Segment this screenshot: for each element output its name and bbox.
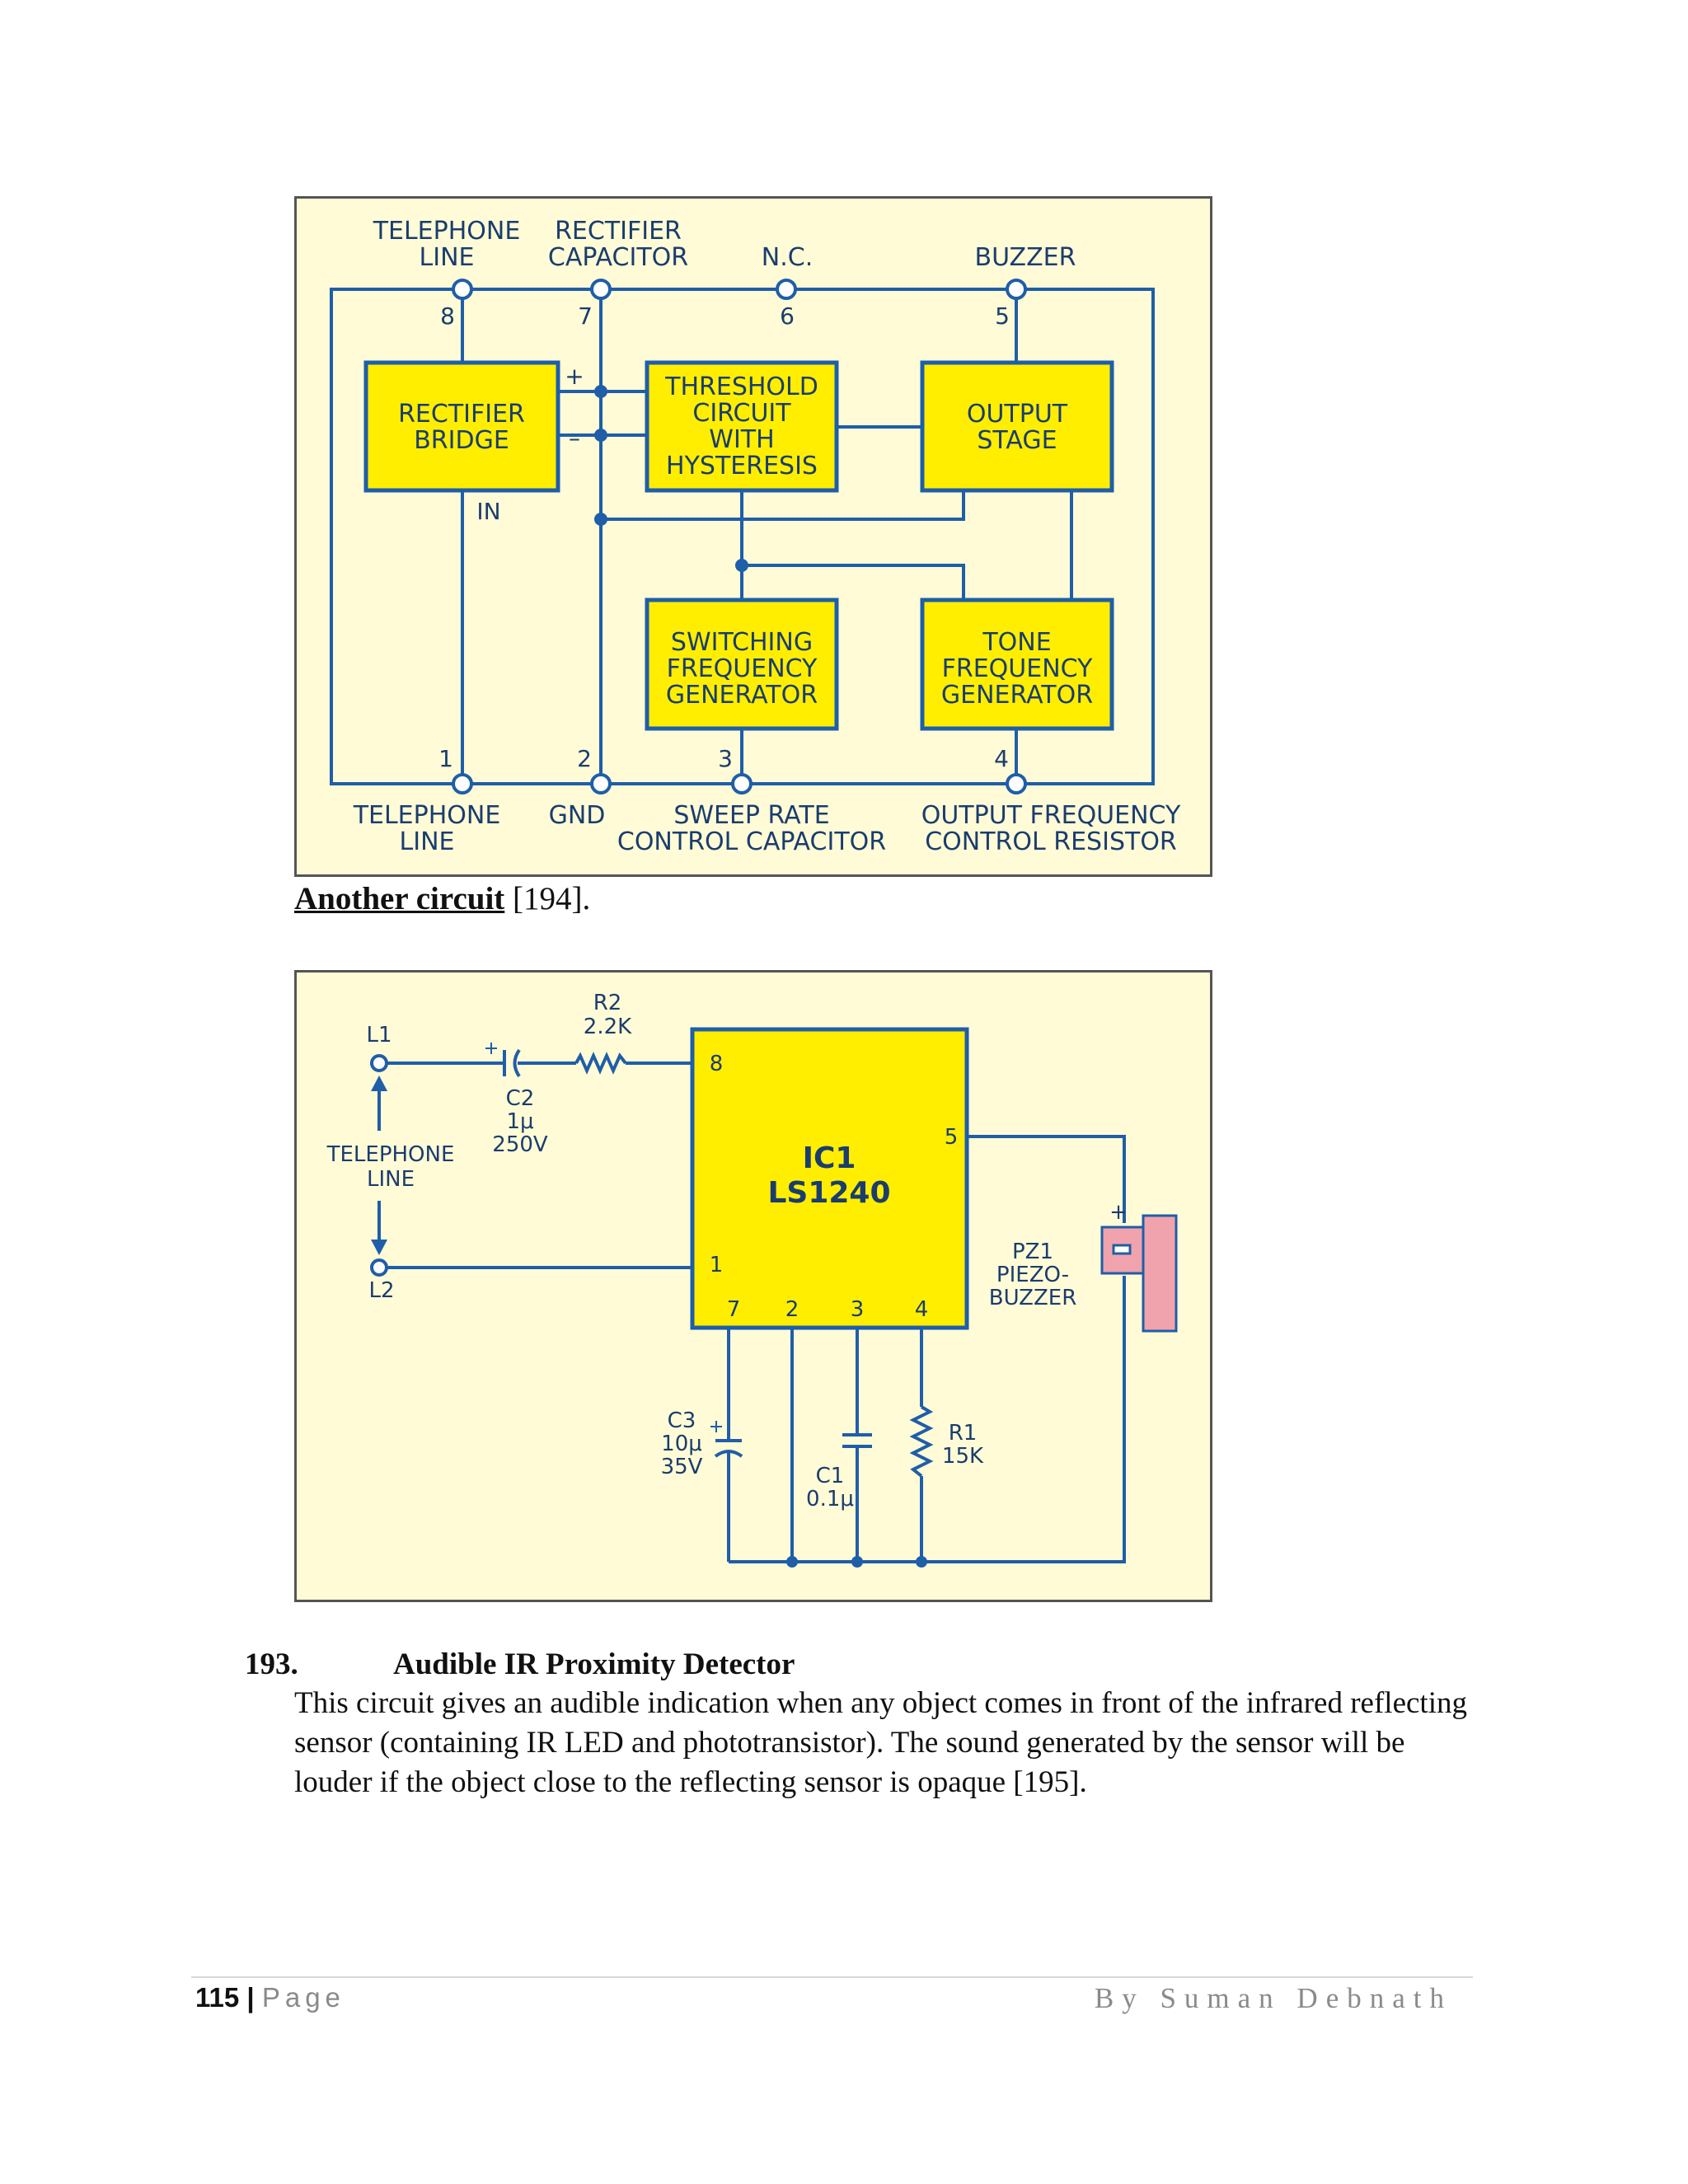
telephone-line-arrows [371,1076,387,1255]
figure-background [294,196,1212,877]
pin-number-5: 5 [995,302,1010,330]
label-l1: L1 [366,1023,392,1047]
label-r1-name: R1 [949,1421,978,1446]
label-telephone-line-2: LINE [367,1167,415,1192]
block-tone-line2: FREQUENCY [942,654,1093,683]
resistor-r1 [909,1405,934,1478]
block-switching-line2: FREQUENCY [667,654,818,683]
block-threshold-line1: THRESHOLD [664,373,818,401]
label-l2: L2 [368,1278,394,1303]
pin-number-6: 6 [780,302,795,330]
label-c3-name: C3 [668,1408,696,1433]
pin-terminals [452,279,1027,794]
junction-dots [786,1556,927,1568]
label-buzzer-plus: + [1109,1200,1128,1225]
pin-1: 1 [710,1253,724,1277]
label-telephone-line-bottom-2: LINE [400,827,455,856]
page-separator: | [239,1982,262,2013]
page-word: Page [261,1982,345,2013]
label-pz1-line2: PIEZO- [996,1263,1069,1287]
block-switching-line1: SWITCHING [671,628,813,657]
figure-caption: Another circuit [194]. [294,880,590,917]
blocks [363,360,1114,731]
label-c3-value: 10μ [661,1432,702,1456]
symbol-minus: – [569,424,580,452]
symbol-in: IN [476,498,500,525]
section-body: This circuit gives an audible indication… [294,1686,1467,1799]
label-gnd: GND [549,801,606,830]
label-telephone-line-bottom-1: TELEPHONE [353,801,501,830]
label-rectifier-capacitor-2: CAPACITOR [548,243,688,272]
pin-2: 2 [785,1297,799,1322]
block-tone-line3: GENERATOR [941,681,1093,710]
label-sweep-rate-1: SWEEP RATE [673,801,829,830]
pin-5: 5 [945,1125,959,1150]
label-c2-voltage: 250V [492,1132,548,1157]
block-output-stage-line1: OUTPUT [967,400,1068,429]
label-rectifier-capacitor-1: RECTIFIER [555,217,682,246]
label-nc: N.C. [762,243,813,272]
label-output-frequency-2: CONTROL RESISTOR [925,827,1177,856]
pin-number-8: 8 [440,302,455,330]
pin-3: 3 [851,1297,865,1322]
label-r2-value: 2.2K [584,1015,632,1039]
junction-dots [594,385,748,572]
section-number: 193. [245,1647,298,1681]
capacitor-c3 [710,1421,743,1458]
footer-divider [191,1976,1473,1978]
label-c1-name: C1 [816,1464,845,1488]
block-switching-line3: GENERATOR [666,681,818,710]
label-telephone-line-top-1: TELEPHONE [373,217,521,246]
label-pz1-line3: BUZZER [989,1286,1077,1310]
label-c1-value: 0.1μ [806,1487,854,1511]
capacitor-c2 [485,1043,521,1078]
label-r1-value: 15K [942,1444,984,1469]
pin-4: 4 [915,1297,929,1322]
block-threshold-line4: HYSTERESIS [666,452,818,480]
pin-number-3: 3 [718,745,733,772]
label-c3-voltage: 35V [661,1455,703,1479]
block-tone-line1: TONE [982,628,1051,657]
block-threshold-line3: WITH [709,425,774,454]
footer-page-label: 115 | Page [195,1982,345,2013]
label-r2-name: R2 [593,991,622,1015]
symbol-plus: + [565,363,584,390]
capacitor-c1 [842,1433,872,1448]
label-c2-name: C2 [506,1086,535,1111]
pin-number-7: 7 [578,302,593,330]
label-c2-value: 1μ [506,1109,533,1134]
ic1-body [690,1027,969,1330]
block-rectifier-bridge-line1: RECTIFIER [398,400,525,429]
pin-number-1: 1 [438,745,453,772]
ic1-part-number: LS1240 [767,1176,890,1210]
schematic-figure: L1 L2 TELEPHONE LINE R2 2.2K C2 1μ 250V … [294,970,1212,1602]
label-buzzer: BUZZER [975,243,1076,272]
label-pz1-name: PZ1 [1012,1240,1053,1264]
label-output-frequency-1: OUTPUT FREQUENCY [921,801,1181,830]
block-threshold-line2: CIRCUIT [692,399,791,428]
resistor-r2 [574,1052,627,1075]
ic1-name: IC1 [803,1141,856,1175]
block-diagram-figure: RECTIFIER BRIDGE THRESHOLD CIRCUIT WITH … [294,196,1212,877]
caption-reference: [194]. [504,881,591,916]
pin-8: 8 [710,1052,724,1076]
page-number: 115 [195,1982,240,2013]
pin-number-2: 2 [577,745,592,772]
block-rectifier-bridge-line2: BRIDGE [414,426,509,455]
pin-number-4: 4 [994,745,1009,772]
piezo-buzzer [1100,1214,1178,1333]
label-telephone-line-top-2: LINE [420,243,475,272]
section-title: Audible IR Proximity Detector [393,1647,795,1681]
caption-title: Another circuit [294,881,505,916]
pin-7: 7 [727,1297,741,1322]
label-sweep-rate-2: CONTROL CAPACITOR [617,827,886,856]
footer-author: By Suman Debnath [1094,1982,1452,2014]
terminals [370,1054,388,1277]
label-telephone-line-1: TELEPHONE [326,1142,455,1167]
block-output-stage-line2: STAGE [977,426,1057,455]
